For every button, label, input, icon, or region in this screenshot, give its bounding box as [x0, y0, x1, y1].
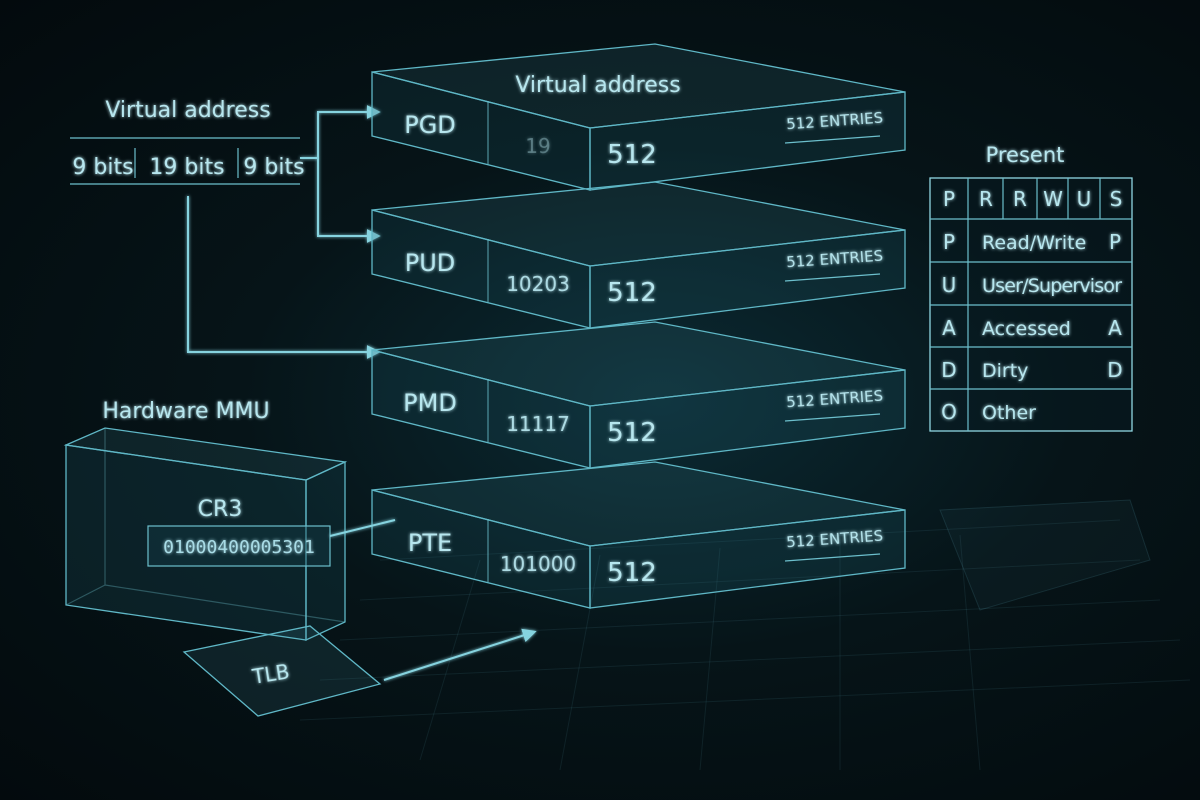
level-count-pte: 512: [607, 558, 657, 588]
flags-row: P Read/Write P: [943, 230, 1121, 254]
flags-row: U User/Supervisor: [942, 273, 1123, 297]
tlb-arrow: [383, 628, 537, 681]
flag-label: Dirty: [982, 360, 1028, 382]
level-name-pmd: PMD: [403, 389, 457, 417]
flag-suffix: D: [1107, 358, 1122, 382]
level-index-pmd: 11117: [506, 412, 570, 436]
flag-code: A: [942, 316, 956, 340]
flags-row: O Other: [941, 400, 1036, 424]
level-count-pgd: 512: [607, 140, 657, 170]
level-index-pte: 101000: [500, 552, 576, 576]
flags-title: Present: [986, 143, 1065, 167]
stack-title: Virtual address: [515, 73, 680, 98]
floor-grid: [299, 499, 1191, 771]
flag-label: Read/Write: [982, 232, 1086, 254]
address-field-1: 9 bits: [72, 155, 133, 180]
level-name-pte: PTE: [408, 529, 452, 557]
level-count-pmd: 512: [607, 418, 657, 448]
flags-header-cell: U: [1077, 187, 1092, 211]
cr3-label: CR3: [198, 497, 243, 522]
flags-row: D Dirty D: [941, 358, 1122, 382]
level-index-pgd: 19: [525, 134, 550, 158]
flag-label: Other: [982, 402, 1036, 424]
flag-label: Accessed: [982, 318, 1071, 340]
flag-label: User/Supervisor: [982, 275, 1122, 297]
virtual-address-panel: Virtual address 9 bits 19 bits 9 bits: [70, 98, 305, 185]
flag-suffix: P: [1109, 230, 1121, 254]
virtual-address-title: Virtual address: [105, 98, 270, 123]
mmu-title: Hardware MMU: [102, 399, 269, 424]
flags-header-cell: R: [979, 187, 993, 211]
tlb-label: TLB: [250, 659, 291, 689]
flags-header-cell: R: [1013, 187, 1027, 211]
flags-header-cell: P: [943, 187, 955, 211]
hardware-mmu: Hardware MMU CR3 01000400005301 TLB: [63, 399, 537, 717]
flag-code: U: [942, 273, 957, 297]
flag-suffix: A: [1108, 316, 1122, 340]
flag-code: P: [943, 230, 955, 254]
level-count-pud: 512: [607, 278, 657, 308]
flag-code: D: [941, 358, 956, 382]
cr3-value: 01000400005301: [163, 537, 315, 558]
address-field-2: 19 bits: [149, 155, 224, 180]
address-field-3: 9 bits: [243, 155, 304, 180]
tlb-card: [182, 625, 382, 717]
flag-code: O: [941, 400, 957, 424]
level-index-pud: 10203: [506, 272, 570, 296]
address-connectors: [187, 105, 381, 359]
flags-header-cell: S: [1110, 187, 1123, 211]
flags-header-cell: W: [1043, 187, 1063, 211]
level-name-pud: PUD: [405, 249, 456, 277]
level-name-pgd: PGD: [404, 111, 456, 139]
flags-row: A Accessed A: [942, 316, 1122, 340]
